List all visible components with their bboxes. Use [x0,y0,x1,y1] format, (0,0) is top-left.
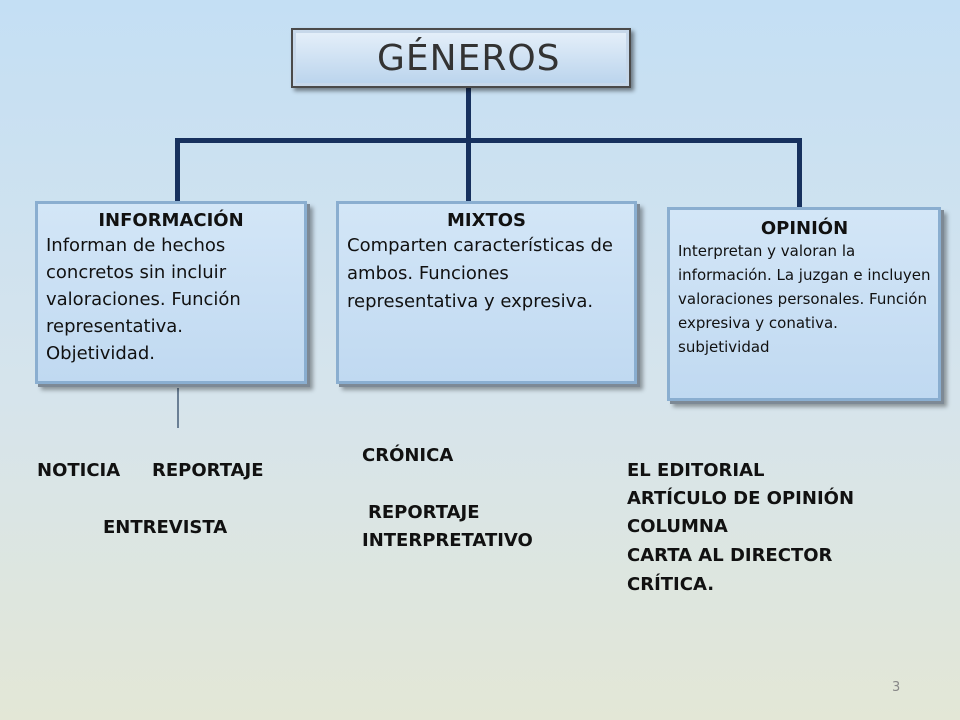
genre-entrevista: ENTREVISTA [103,517,228,538]
category-title: INFORMACIÓN [98,210,244,231]
genre-reportaje: REPORTAJE [152,460,264,481]
category-description: Comparten características de ambos. Func… [347,235,613,312]
category-box-informacion: INFORMACIÓN Informan de hechos concretos… [35,201,307,384]
connector-horizontal [175,138,802,143]
connector-info-sub [177,388,179,428]
page-number: 3 [892,680,901,695]
category-box-mixtos: MIXTOS Comparten características de ambo… [336,201,637,384]
connector-title-stem [466,88,471,140]
genre-columna: COLUMNA [627,516,728,537]
title-box: GÉNEROS [291,28,631,88]
genre-cronica: CRÓNICA [362,445,454,466]
category-box-opinion: OPINIÓN Interpretan y valoran la informa… [667,207,941,401]
category-description: Interpretan y valoran la información. La… [678,242,931,356]
category-title: MIXTOS [446,210,527,231]
genre-editorial: EL EDITORIAL [627,460,765,481]
category-description: Informan de hechos concretos sin incluir… [46,235,241,364]
genre-articulo-opinion: ARTÍCULO DE OPINIÓN [627,488,855,509]
connector-left-drop [175,138,180,202]
genre-reportaje-interpretativo-line1: REPORTAJE [368,502,480,523]
genre-carta-director: CARTA AL DIRECTOR [627,545,833,566]
genre-noticia: NOTICIA [37,460,121,481]
connector-right-drop [797,138,802,208]
genre-critica: CRÍTICA. [627,574,715,595]
category-title: OPINIÓN [760,218,849,239]
genre-reportaje-interpretativo-line2: INTERPRETATIVO [362,530,533,551]
connector-center-drop [466,138,471,202]
diagram-title: GÉNEROS [377,38,561,79]
